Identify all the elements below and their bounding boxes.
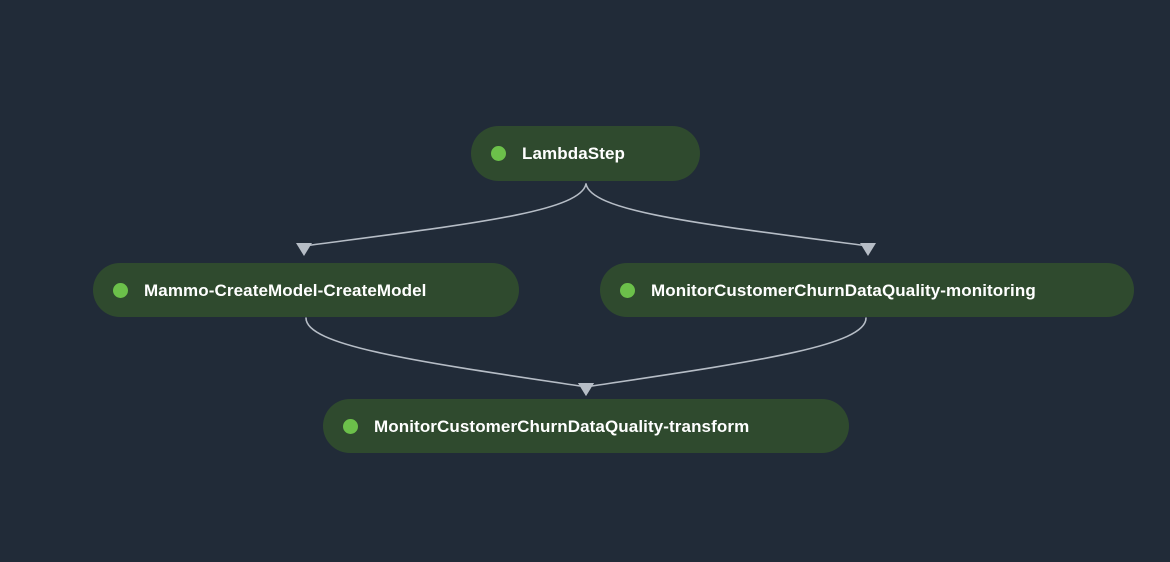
arrowhead-icon bbox=[578, 383, 594, 396]
arrowhead-icon bbox=[860, 243, 876, 256]
arrowhead-icon bbox=[578, 383, 594, 396]
status-dot-icon bbox=[343, 418, 358, 434]
edge-mammo-createmodel-createmodel-to-monitorcustomerchurndataquality-transform bbox=[305, 317, 581, 387]
graph-node-label: MonitorCustomerChurnDataQuality-monitori… bbox=[651, 280, 1036, 300]
graph-node-mammo-createmodel-createmodel[interactable]: Mammo-CreateModel-CreateModel bbox=[93, 263, 519, 317]
edge-lambda-step-to-mammo-createmodel-createmodel bbox=[303, 183, 587, 247]
status-dot-icon bbox=[620, 282, 635, 298]
status-dot-icon bbox=[113, 282, 128, 298]
graph-node-lambda-step[interactable]: LambdaStep bbox=[471, 126, 700, 181]
edge-lambda-step-to-monitorcustomerchurndataquality-monitoring bbox=[585, 183, 869, 247]
arrowhead-icon bbox=[296, 243, 312, 256]
graph-node-label: LambdaStep bbox=[522, 144, 626, 163]
edge-monitorcustomerchurndataquality-monitoring-to-monitorcustomerchurndataquality-transform bbox=[591, 317, 867, 387]
graph-node-label: MonitorCustomerChurnDataQuality-transfor… bbox=[374, 416, 750, 436]
status-dot-icon bbox=[491, 146, 506, 161]
graph-node-monitorcustomerchurndataquality-monitoring[interactable]: MonitorCustomerChurnDataQuality-monitori… bbox=[600, 263, 1134, 317]
graph-node-monitorcustomerchurndataquality-transform[interactable]: MonitorCustomerChurnDataQuality-transfor… bbox=[323, 399, 849, 453]
graph-node-label: Mammo-CreateModel-CreateModel bbox=[144, 280, 427, 300]
